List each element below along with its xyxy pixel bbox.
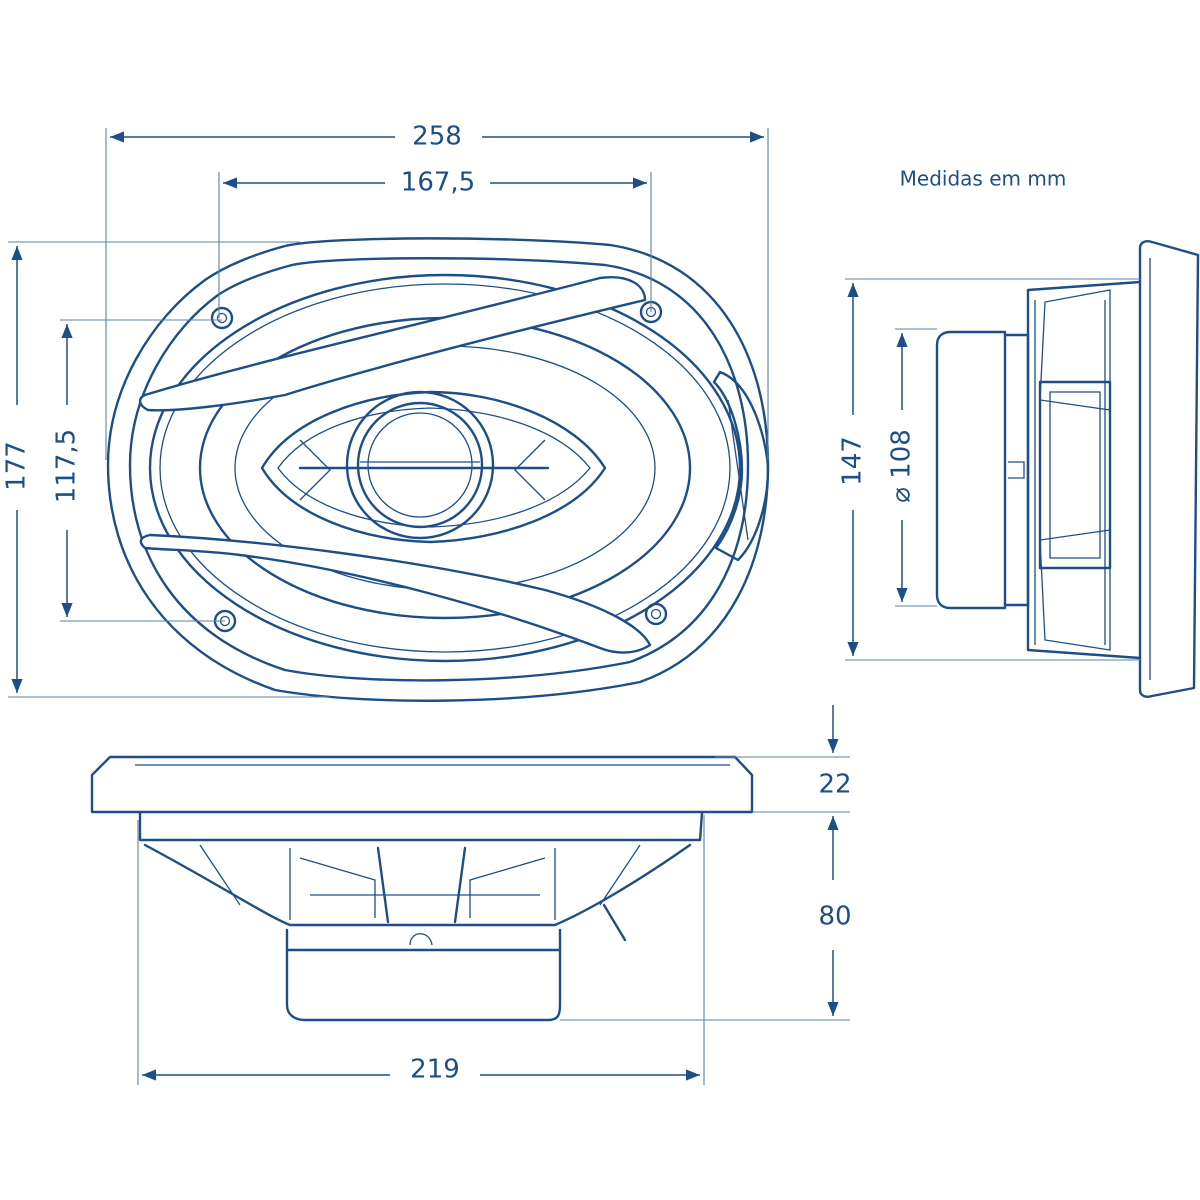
dim-cutout-width-label: 219 bbox=[410, 1055, 460, 1085]
top-view bbox=[90, 755, 754, 1022]
dim-overall-height: 177 bbox=[2, 241, 330, 698]
dim-magnet-diameter: ⌀ 108 bbox=[887, 328, 937, 607]
dim-flange-depth-label: 22 bbox=[818, 770, 851, 800]
side-view bbox=[935, 240, 1200, 698]
dim-cutout-width: 219 bbox=[137, 815, 705, 1085]
dim-mount-depth: 80 bbox=[560, 816, 852, 1021]
dim-bolt-spacing-vertical: 117,5 bbox=[52, 319, 225, 622]
dim-magnet-diameter-label: ⌀ 108 bbox=[887, 429, 917, 503]
dim-frame-height: 147 bbox=[838, 278, 1140, 661]
dim-overall-width-label: 258 bbox=[412, 122, 462, 152]
dim-frame-height-label: 147 bbox=[838, 436, 868, 486]
dim-bolt-spacing-horizontal: 167,5 bbox=[218, 168, 652, 318]
dim-overall-width: 258 bbox=[105, 122, 769, 460]
mount-hole-top-left bbox=[210, 306, 234, 330]
units-note: Medidas em mm bbox=[900, 167, 1067, 191]
dim-bolt-spacing-horizontal-label: 167,5 bbox=[401, 168, 475, 198]
dim-bolt-spacing-vertical-label: 117,5 bbox=[52, 429, 82, 503]
dim-mount-depth-label: 80 bbox=[818, 902, 851, 932]
mount-hole-bottom-right bbox=[644, 602, 668, 626]
front-view bbox=[106, 237, 770, 702]
dim-overall-height-label: 177 bbox=[2, 441, 32, 491]
dim-flange-depth: 22 bbox=[715, 705, 852, 813]
